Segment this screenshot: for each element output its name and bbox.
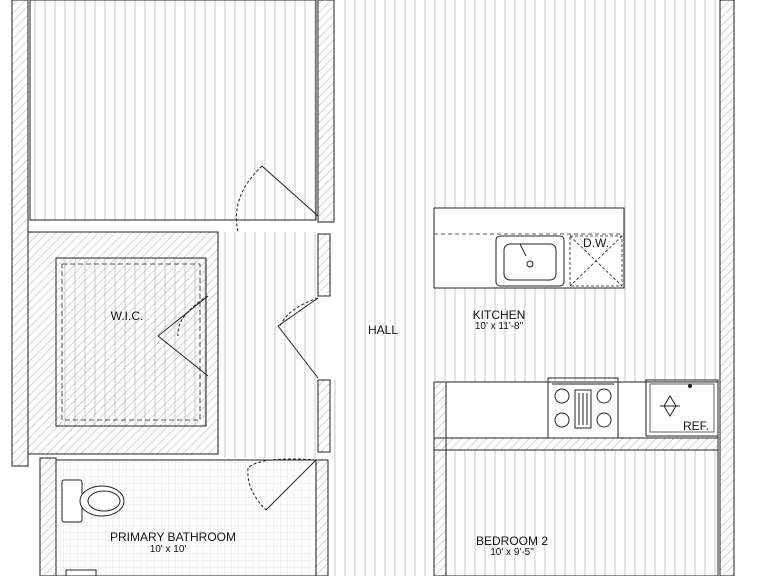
hall-corridor-floor: [218, 232, 318, 458]
wic-door-icon: [157, 295, 209, 377]
dishwasher-label: D.W.: [583, 236, 609, 250]
hall-floor: [336, 0, 718, 382]
left-exterior-wall: [11, 0, 29, 467]
kitchen-dimensions: 10' x 11'-8": [474, 321, 524, 332]
bedroom-divider-wall: [433, 437, 719, 451]
primary-bathroom-dimensions: 10' x 10': [149, 544, 187, 555]
bathroom-left-wall: [39, 457, 57, 576]
wic-floor: [55, 257, 207, 427]
refrigerator-icon: [645, 379, 719, 437]
kitchen-island: [433, 207, 625, 289]
wic-shelf-line: [61, 263, 201, 421]
primary-bathroom-label: PRIMARY BATHROOM: [109, 530, 237, 544]
hall-door-icon: [277, 297, 319, 379]
range-icon: [547, 377, 619, 439]
hall-left-wall-lower: [317, 379, 331, 453]
doors: [157, 165, 319, 511]
kitchen-label: KITCHEN: [472, 308, 526, 322]
hall-label: HALL: [367, 323, 399, 337]
bathroom-floor: [55, 459, 317, 576]
kitchen-counter: [445, 377, 719, 439]
toilet-icon: [61, 479, 125, 523]
top-room-door-icon: [235, 165, 319, 233]
bath-hall-wall: [315, 459, 329, 576]
floor-areas: [29, 0, 719, 576]
bathroom-door-icon: [247, 458, 317, 511]
refrigerator-label: REF.: [682, 419, 710, 433]
top-room-right-wall: [317, 0, 335, 223]
right-exterior-wall: [719, 0, 735, 576]
bedroom-2-label: BEDROOM 2: [475, 534, 549, 548]
island-counter: [433, 207, 625, 289]
bedroom-2-floor: [445, 449, 719, 576]
sink-icon: [495, 235, 565, 287]
bathroom-vanity-edge: [65, 569, 97, 576]
top-room-floor: [29, 0, 317, 221]
bedroom-left-wall: [433, 381, 447, 576]
bedroom-2-dimensions: 10' x 9'-5": [490, 547, 534, 558]
dishwasher-icon: [569, 235, 623, 287]
hall-strip-floor: [330, 380, 434, 576]
counter-top: [445, 381, 719, 439]
wic-label: W.I.C.: [110, 309, 144, 323]
hall-left-wall-upper: [317, 233, 331, 297]
